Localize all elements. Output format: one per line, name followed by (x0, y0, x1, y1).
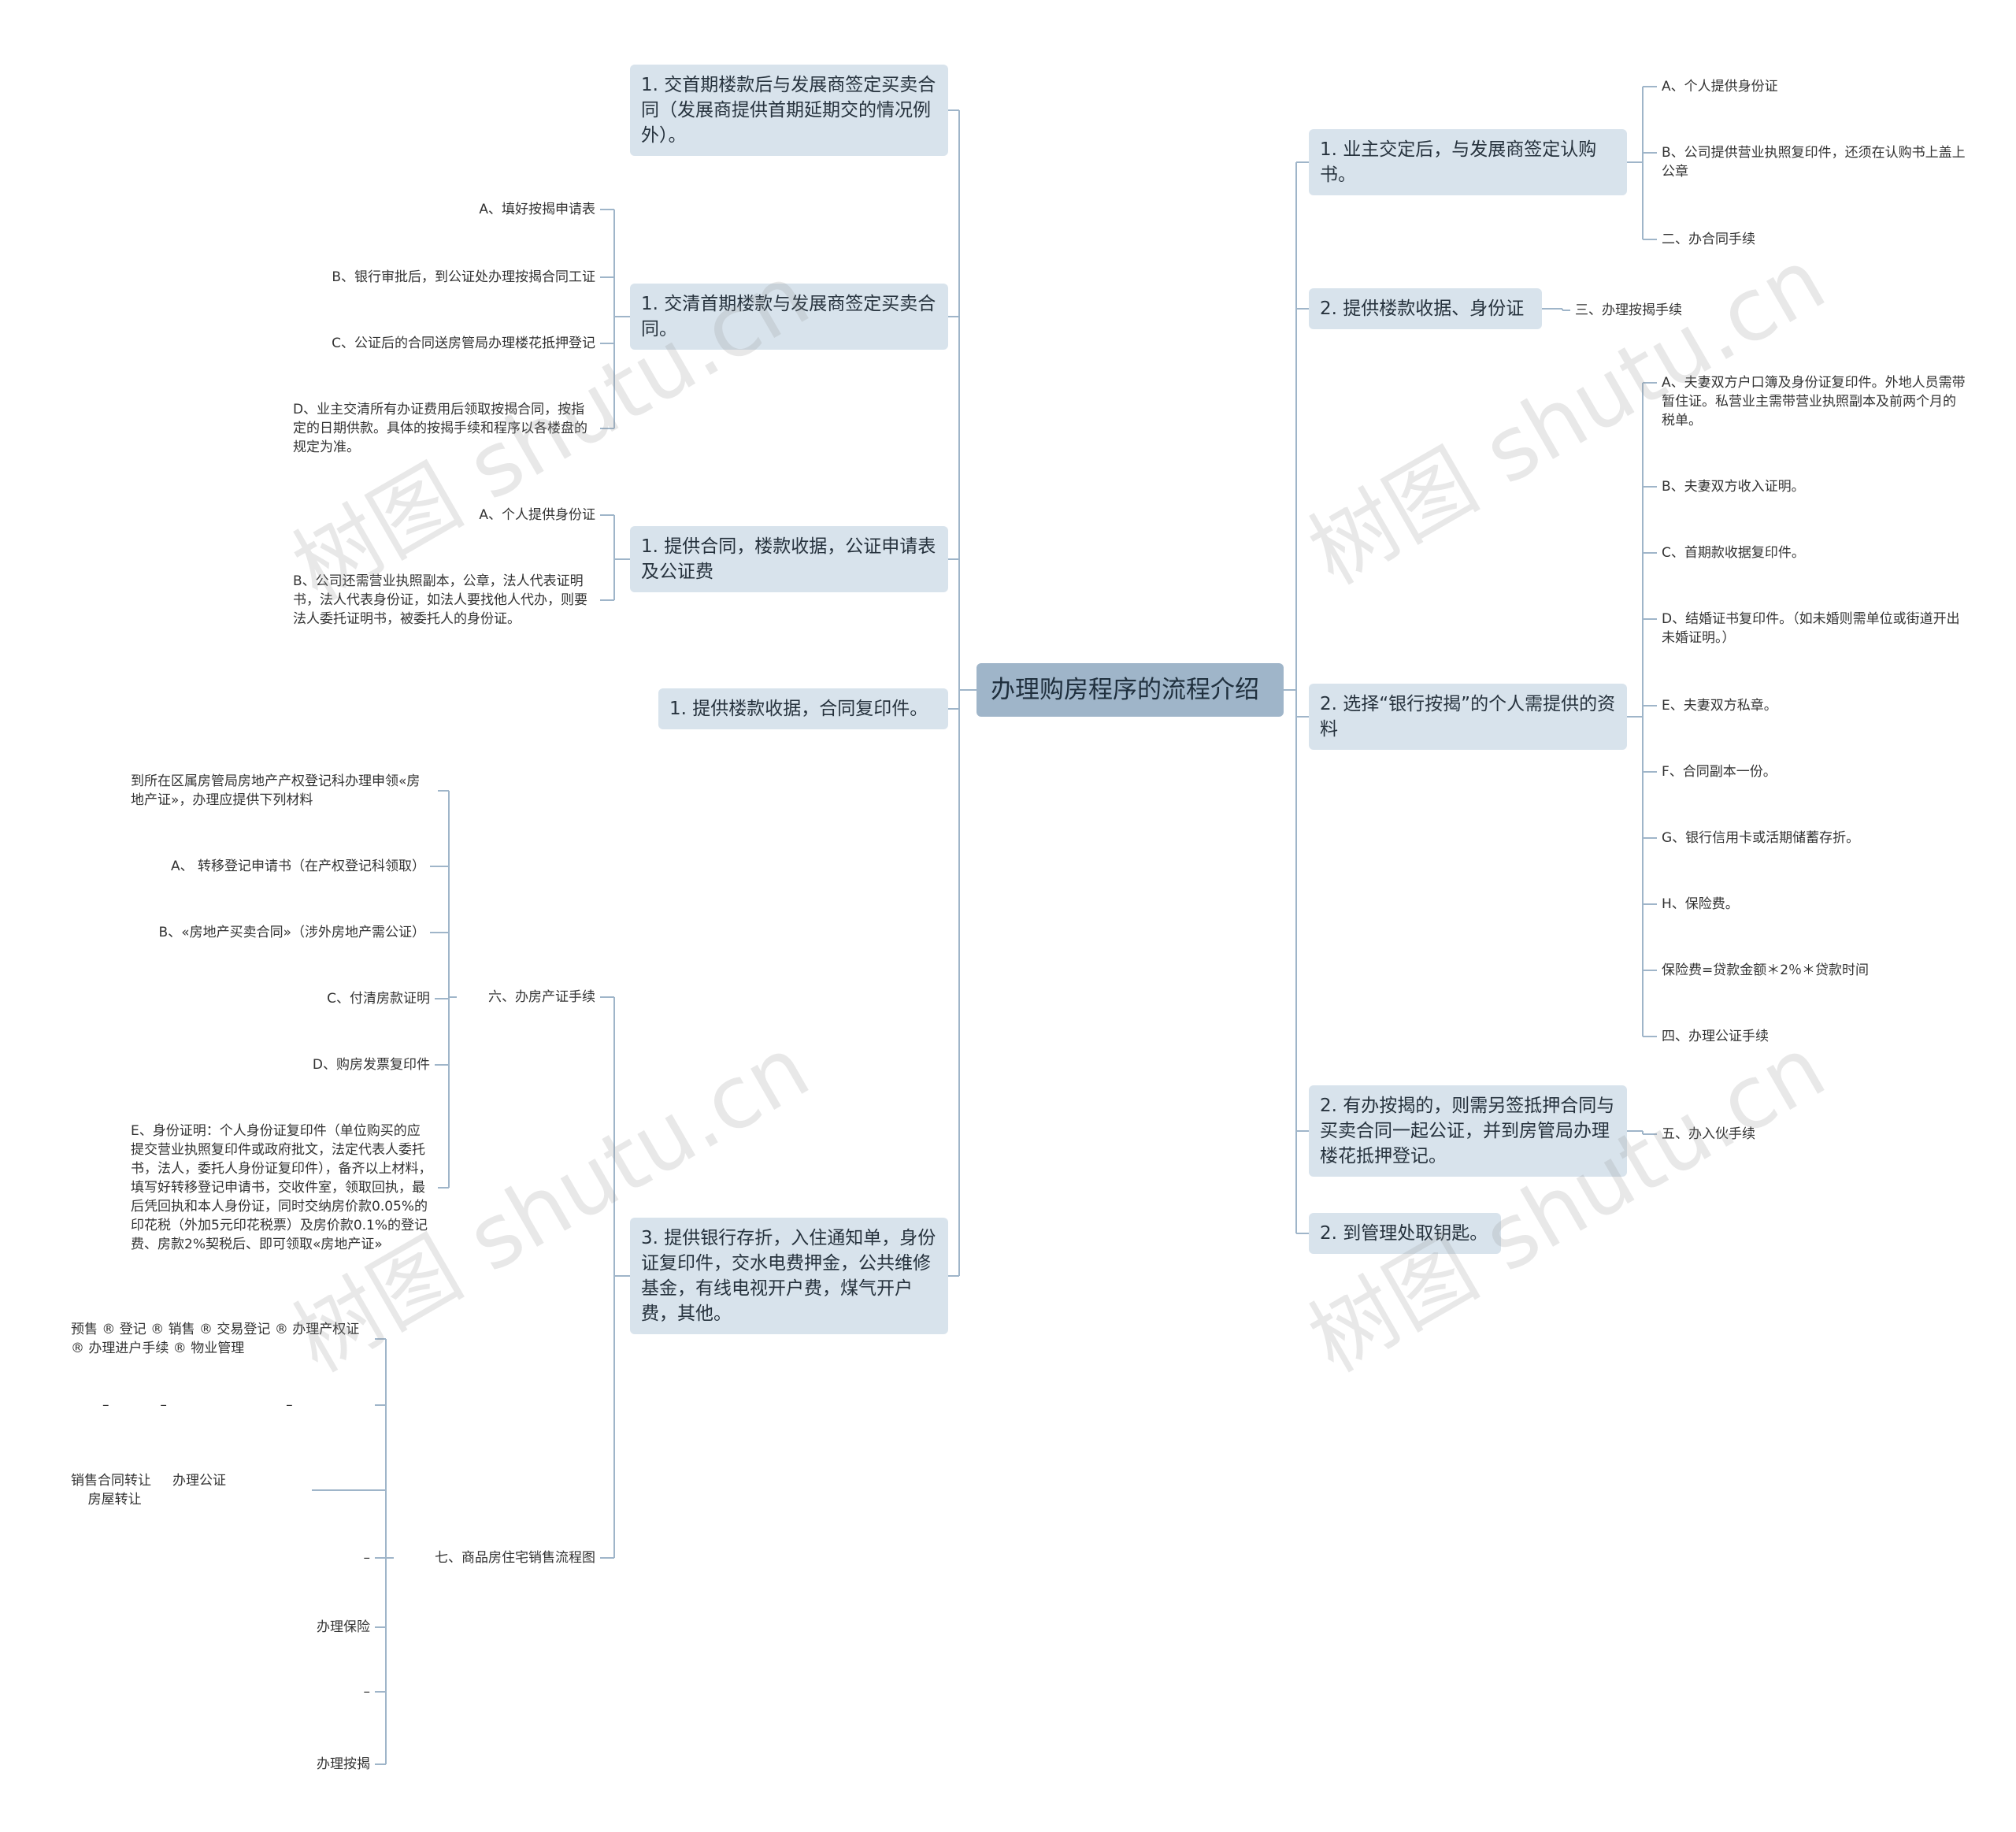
leaf-move-in-procedure: 五、办入伙手续 (1662, 1125, 1914, 1144)
leaf-company-documents: B、公司还需营业执照副本，公章，法人代表证明书，法人代表身份证，如法人要找他人代… (293, 572, 595, 629)
leaf-dash: – (346, 1682, 370, 1701)
leaf-notary-procedure: 四、办理公证手续 (1662, 1027, 1969, 1046)
leaf-dash: – (346, 1548, 370, 1567)
leaf-notarized-contract: C、公证后的合同送房管局办理楼花抵押登记 (236, 334, 595, 353)
leaf-sale-contract: B、«房地产买卖合同»（涉外房地产需公证） (118, 923, 425, 942)
branch-provide-contract-notary[interactable]: 1. 提供合同，楼款收据，公证申请表及公证费 (630, 526, 948, 592)
leaf-household-register: A、夫妻双方户口簿及身份证复印件。外地人员需带暂住证。私营业主需带营业执照副本及… (1662, 373, 1969, 430)
leaf-apply-certificate: 到所在区属房管局房地产产权登记科办理申领«房地产证»，办理应提供下列材料 (131, 772, 433, 810)
leaf-contract-procedure: 二、办合同手续 (1662, 230, 1914, 249)
leaf-handle-mortgage: 办理按揭 (268, 1755, 370, 1774)
branch-bank-mortgage-materials[interactable]: 2. 选择“银行按揭”的个人需提供的资料 (1309, 684, 1627, 750)
root-topic[interactable]: 办理购房程序的流程介绍 (976, 663, 1284, 717)
leaf-marriage-certificate: D、结婚证书复印件。（如未婚则需单位或街道开出未婚证明。） (1662, 610, 1969, 647)
branch-provide-bank-passbook[interactable]: 3. 提供银行存折，入住通知单，身份证复印件，交水电费押金，公共维修基金，有线电… (630, 1218, 948, 1334)
leaf-flow-dash-row: – – – (102, 1396, 370, 1415)
leaf-transfer-application: A、 转移登记申请书（在产权登记科领取） (118, 857, 425, 876)
leaf-company-license: B、公司提供营业执照复印件，还须在认购书上盖上公章 (1662, 143, 1966, 181)
leaf-handle-insurance: 办理保险 (268, 1618, 370, 1637)
leaf-sales-process: 预售 ® 登记 ® 销售 ® 交易登记 ® 办理产权证 ® 办理进户手续 ® 物… (71, 1320, 370, 1358)
leaf-identity-proof: E、身份证明：个人身份证复印件（单位购买的应提交营业执照复印件或政府批文，法定代… (131, 1122, 433, 1254)
leaf-invoice-copy: D、购房发票复印件 (236, 1055, 430, 1074)
leaf-contract-transfer: 销售合同转让 办理公证 房屋转让 (71, 1471, 307, 1509)
leaf-income-proof: B、夫妻双方收入证明。 (1662, 477, 1969, 496)
branch-sign-contract-full-down-payment[interactable]: 1. 交清首期楼款与发展商签定买卖合同。 (630, 284, 948, 350)
leaf-mortgage-procedure: 三、办理按揭手续 (1575, 301, 1827, 320)
branch-sign-subscription[interactable]: 1. 业主交定后，与发展商签定认购书。 (1309, 129, 1627, 195)
leaf-collect-mortgage-contract: D、业主交清所有办证费用后领取按揭合同，按指定的日期供款。具体的按揭手续和程序以… (293, 400, 595, 457)
leaf-personal-seals: E、夫妻双方私章。 (1662, 696, 1969, 715)
branch-mortgage-contract[interactable]: 2. 有办按揭的，则需另签抵押合同与买卖合同一起公证，并到房管局办理楼花抵押登记… (1309, 1085, 1627, 1177)
group-property-certificate: 六、办房产证手续 (457, 988, 595, 1007)
leaf-personal-id: A、个人提供身份证 (1662, 77, 1914, 96)
leaf-fill-mortgage-form: A、填好按揭申请表 (299, 200, 595, 219)
branch-provide-receipt-copy[interactable]: 1. 提供楼款收据，合同复印件。 (658, 688, 948, 729)
branch-sign-contract-after-down-payment[interactable]: 1. 交首期楼款后与发展商签定买卖合同（发展商提供首期延期交的情况例外）。 (630, 65, 948, 156)
group-sales-flowchart: 七、商品房住宅销售流程图 (394, 1548, 595, 1567)
leaf-contract-copy: F、合同副本一份。 (1662, 762, 1969, 781)
branch-collect-keys[interactable]: 2. 到管理处取钥匙。 (1309, 1213, 1501, 1254)
leaf-payment-proof: C、付清房款证明 (236, 989, 430, 1008)
leaf-bank-card: G、银行信用卡或活期储蓄存折。 (1662, 829, 1969, 847)
leaf-bank-approval: B、银行审批后，到公证处办理按揭合同工证 (236, 268, 595, 287)
leaf-insurance-fee: H、保险费。 (1662, 895, 1969, 914)
leaf-personal-id: A、个人提供身份证 (299, 506, 595, 525)
leaf-insurance-formula: 保险费=贷款金额＊2％＊贷款时间 (1662, 961, 1969, 980)
branch-provide-receipt-id[interactable]: 2. 提供楼款收据、身份证 (1309, 288, 1542, 329)
leaf-down-payment-receipt: C、首期款收据复印件。 (1662, 543, 1969, 562)
